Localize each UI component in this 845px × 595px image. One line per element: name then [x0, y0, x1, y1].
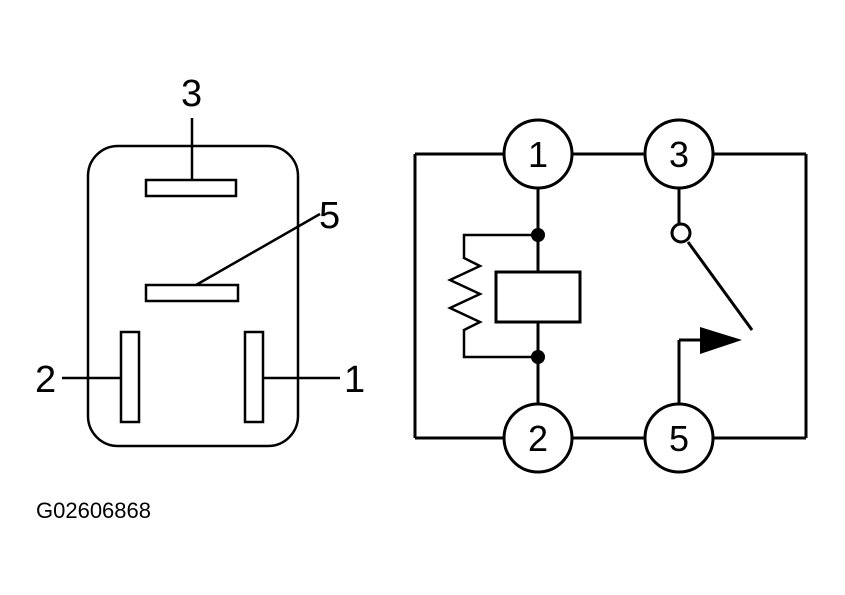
coil-junction-dot-bottom	[531, 350, 545, 364]
figure-id: G02606868	[36, 498, 151, 523]
terminal-5-circle	[643, 402, 715, 474]
pin-label-1: 1	[344, 359, 365, 401]
terminal-label-3: 3	[669, 134, 689, 175]
resistor-branch	[447, 233, 538, 359]
terminal-1-circle	[502, 118, 574, 190]
pin-label-5: 5	[319, 195, 340, 237]
pin-2-blade	[119, 330, 141, 424]
switch-arm	[686, 241, 754, 331]
terminal-3-circle	[643, 118, 715, 190]
pin-3-blade	[144, 178, 238, 198]
relay-connector-view	[62, 118, 340, 448]
relay-coil	[494, 270, 582, 324]
terminal-label-5: 5	[669, 418, 689, 459]
pin-1-blade	[243, 330, 265, 424]
switch-contact-arrow	[700, 327, 742, 354]
coil-junction-dot-top	[531, 228, 545, 242]
terminal-label-1: 1	[528, 134, 548, 175]
switch-pivot-contact	[670, 222, 692, 244]
leader-pin-5	[195, 212, 321, 287]
terminal-2-circle	[502, 402, 574, 474]
pin-label-3: 3	[181, 73, 202, 115]
pin-5-blade	[144, 283, 240, 303]
pin-label-2: 2	[35, 359, 56, 401]
relay-schematic	[413, 152, 808, 440]
terminal-label-2: 2	[528, 418, 548, 459]
